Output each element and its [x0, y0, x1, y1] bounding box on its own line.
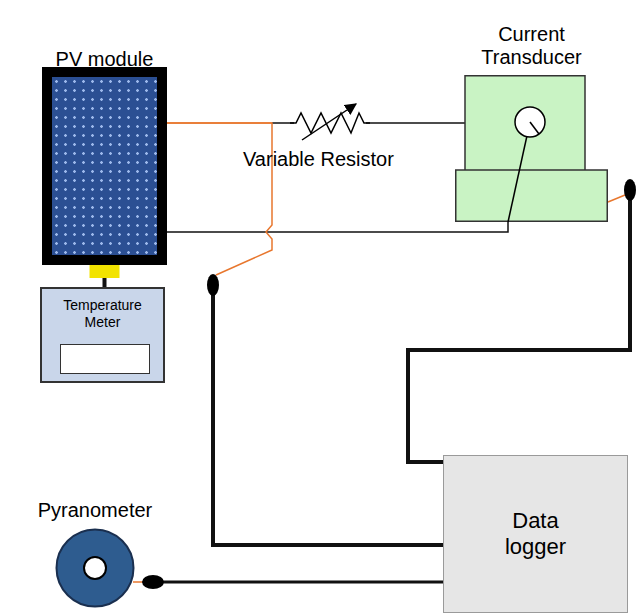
cable-connector [207, 274, 219, 296]
sense-ring [515, 107, 545, 137]
pyranometer-body [57, 530, 134, 607]
trans-node: Current Transducer [455, 75, 608, 222]
logger-node: Data logger [443, 455, 628, 613]
meter-display [60, 344, 150, 374]
transducer-base [456, 170, 608, 221]
wire-connector [408, 195, 630, 462]
node-label: Temperature Meter [51, 297, 155, 331]
wire-segment [608, 195, 625, 202]
sensor-dome [84, 557, 106, 579]
wire-segment [163, 581, 443, 584]
node-heading: Pyranometer [38, 499, 153, 522]
panel-node: PV module [42, 67, 167, 265]
variable-arrow [302, 104, 356, 140]
wire-connector [133, 582, 443, 583]
transducer-symbol [455, 75, 608, 222]
wire-connector [104, 265, 105, 287]
wire-segment [167, 123, 272, 275]
transducer-body [465, 76, 585, 171]
wire-segment [167, 222, 508, 232]
wire-connector [167, 222, 508, 232]
wire-segment [133, 581, 143, 583]
node-heading: Current Transducer [467, 23, 597, 69]
wire-segment [103, 278, 107, 287]
cable-connector [142, 575, 164, 589]
cable-connector [624, 179, 636, 201]
sense-lead [530, 122, 539, 134]
meter-node: Temperature Meter [40, 287, 165, 383]
wire-segment [408, 200, 630, 462]
component-label: Variable Resistor [243, 148, 394, 171]
pyra-node: Pyranometer [55, 528, 135, 608]
resistor-symbol [290, 113, 370, 133]
wire-connector [167, 123, 443, 545]
wire-segment [90, 265, 120, 278]
pyranometer-symbol [55, 528, 135, 608]
node-heading: PV module [56, 48, 154, 71]
node-label: Data logger [491, 508, 581, 560]
